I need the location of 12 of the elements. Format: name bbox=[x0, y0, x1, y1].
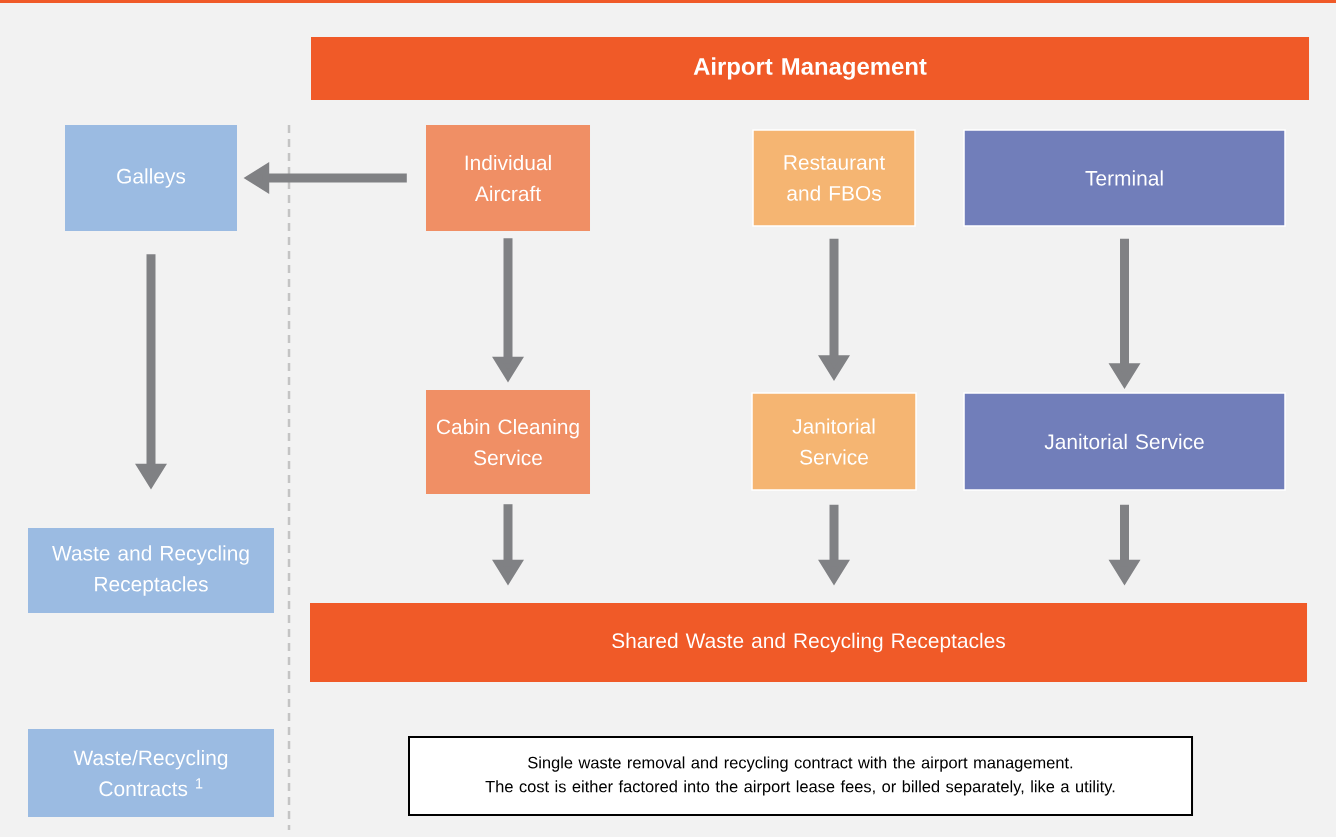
process-box: Restaurant and FBOs bbox=[752, 129, 916, 227]
process-box: Janitorial Service bbox=[751, 392, 917, 491]
process-box: Galleys bbox=[65, 125, 237, 231]
process-box: Terminal bbox=[963, 129, 1286, 227]
process-box: Individual Aircraft bbox=[426, 125, 590, 231]
header-bar: Airport Management bbox=[311, 37, 1310, 100]
shared-bar: Shared Waste and Recycling Receptacles bbox=[310, 603, 1308, 682]
process-box: Cabin Cleaning Service bbox=[426, 390, 590, 494]
process-box: Waste/Recycling Contracts $^{1}$ bbox=[28, 729, 274, 817]
process-box: Janitorial Service bbox=[963, 392, 1286, 491]
note-box: Single waste removal and recycling contract with the airport management. The cost is either factored into the airport lease fees, or billed separately, like a utility. bbox=[408, 736, 1193, 816]
process-box: Waste and Recycling Receptacles bbox=[28, 528, 274, 613]
